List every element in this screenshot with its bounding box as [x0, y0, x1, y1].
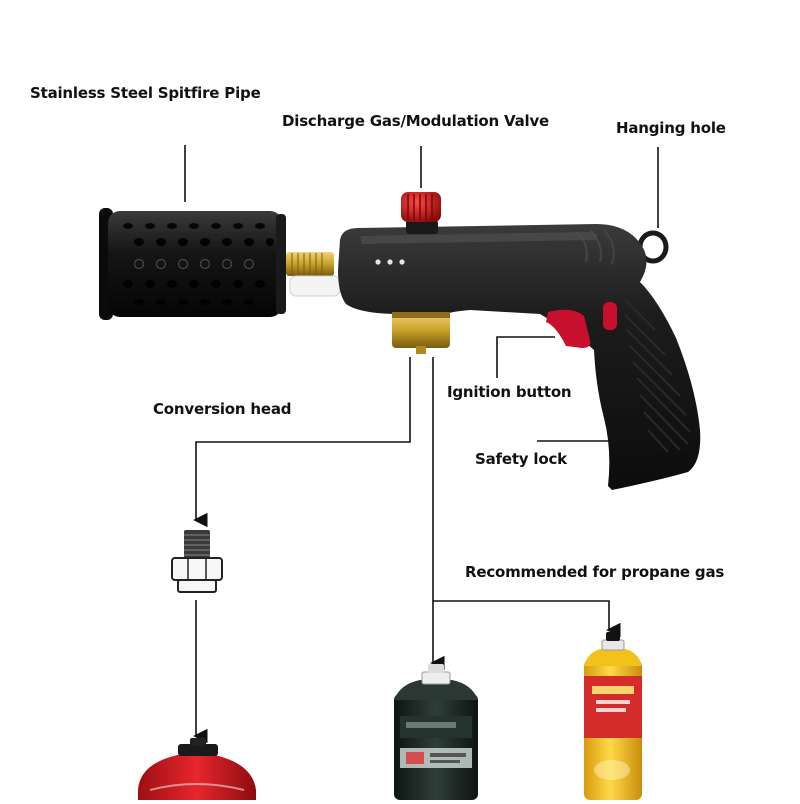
- conversion-head-image: [171, 530, 223, 593]
- hanging-hole-label: Hanging hole: [616, 119, 726, 137]
- ignition-leader-line: [496, 336, 555, 378]
- brass-connector-image: [392, 312, 450, 354]
- propane-recommendation-label: Recommended for propane gas: [465, 563, 725, 581]
- green-canister-image: [394, 664, 478, 800]
- leader-lines: [184, 145, 659, 744]
- valve-label: Discharge Gas/Modulation Valve: [282, 112, 550, 130]
- yellow-canister-image: [584, 632, 642, 800]
- spitfire-pipe-image: [99, 208, 286, 320]
- valve-knob-image: [401, 192, 441, 234]
- conversion-arrow: [193, 357, 411, 528]
- torch-gun-body-image: [338, 224, 701, 490]
- conversion-head-label: Conversion head: [153, 400, 292, 418]
- red-canister-image: [138, 738, 256, 800]
- brass-nozzle-image: [286, 252, 341, 297]
- ignition-button-label: Ignition button: [447, 383, 572, 401]
- safety-lock-label: Safety lock: [475, 450, 567, 468]
- yellow-canister-arrow: [433, 600, 621, 638]
- spitfire-pipe-label: Stainless Steel Spitfire Pipe: [30, 84, 261, 102]
